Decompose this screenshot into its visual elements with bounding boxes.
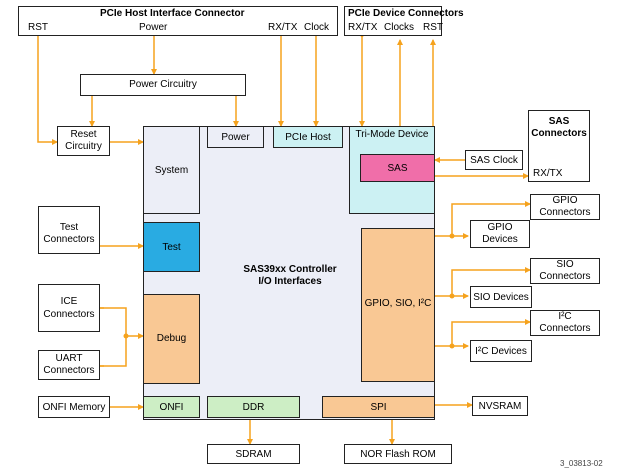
controller-title-line2: I/O Interfaces bbox=[258, 276, 322, 287]
gpio-devices bbox=[470, 220, 530, 248]
power-block-label: Power bbox=[221, 132, 250, 143]
test-connectors-line2: Connectors bbox=[43, 234, 95, 245]
ddr-block-label: DDR bbox=[242, 402, 265, 413]
controller-title-line1: SAS39xx Controller bbox=[243, 264, 337, 275]
device-pin-rst: RST bbox=[423, 22, 443, 33]
gpio-devices-line1: GPIO bbox=[487, 222, 513, 233]
sas-block bbox=[360, 154, 435, 182]
sas-connectors-line1: SAS bbox=[548, 116, 570, 127]
host-pin-power: Power bbox=[139, 22, 168, 33]
pcie-device-connectors-title: PCIe Device Connectors bbox=[348, 8, 464, 19]
ice-connectors bbox=[38, 284, 100, 332]
reset-circuitry-line1: Reset bbox=[70, 129, 97, 140]
spi-block bbox=[322, 396, 435, 418]
gpio-connectors-line2: Connectors bbox=[539, 207, 591, 218]
nor-flash-rom bbox=[344, 444, 452, 464]
uart-connectors-line1: UART bbox=[55, 353, 83, 364]
i2c-connectors-line1: I²C bbox=[558, 311, 572, 322]
ice-connectors-line2: Connectors bbox=[43, 309, 95, 320]
reset-circuitry-line2: Circuitry bbox=[65, 141, 102, 152]
nvsram-label: NVSRAM bbox=[478, 401, 522, 412]
nor-flash-rom-label: NOR Flash ROM bbox=[360, 449, 436, 460]
pcie-host-block bbox=[273, 126, 343, 148]
i2c-connectors bbox=[530, 310, 600, 336]
host-pin-clock: Clock bbox=[304, 22, 330, 33]
debug-block bbox=[143, 294, 200, 384]
uart-connectors bbox=[38, 350, 100, 380]
onfi-memory-label: ONFI Memory bbox=[42, 402, 106, 413]
power-block bbox=[207, 126, 264, 148]
sdram-label: SDRAM bbox=[235, 449, 272, 460]
onfi-block-label: ONFI bbox=[159, 402, 184, 413]
pcie-host-connector-title: PCIe Host Interface Connector bbox=[100, 8, 245, 19]
pcie-device-connectors bbox=[344, 6, 442, 36]
trimode-device-label: Tri-Mode Device bbox=[355, 129, 429, 140]
sio-connectors-line1: SIO bbox=[556, 259, 574, 270]
i2c-devices bbox=[470, 340, 532, 362]
sio-devices bbox=[470, 286, 532, 308]
host-pin-rst: RST bbox=[28, 22, 48, 33]
sdram bbox=[207, 444, 300, 464]
gpio-connectors-line1: GPIO bbox=[552, 195, 578, 206]
sio-connectors-line2: Connectors bbox=[539, 271, 591, 282]
sio-devices-label: SIO Devices bbox=[473, 292, 529, 303]
system-label: System bbox=[154, 165, 189, 176]
sas-connectors bbox=[528, 110, 590, 182]
device-pin-clocks: Clocks bbox=[384, 22, 415, 33]
gpio-connectors bbox=[530, 194, 600, 220]
uart-connectors-line2: Connectors bbox=[43, 365, 95, 376]
pcie-host-block-label: PCIe Host bbox=[285, 132, 331, 143]
power-circuitry bbox=[80, 74, 246, 96]
onfi-memory bbox=[38, 396, 110, 418]
reset-circuitry bbox=[57, 126, 110, 156]
test-connectors-line1: Test bbox=[59, 222, 79, 233]
sas-block-label: SAS bbox=[387, 163, 408, 174]
gpio-sio-i2c-label: GPIO, SIO, I²C bbox=[364, 298, 432, 309]
system-block bbox=[143, 126, 200, 214]
test-block-label: Test bbox=[162, 242, 181, 253]
test-connectors bbox=[38, 206, 100, 254]
sas-clock bbox=[465, 150, 523, 170]
pcie-host-connector bbox=[18, 6, 338, 36]
sas-clock-label: SAS Clock bbox=[470, 155, 518, 166]
sas-connectors-pin: RX/TX bbox=[533, 168, 563, 179]
power-circuitry-label: Power Circuitry bbox=[129, 79, 197, 90]
nvsram bbox=[472, 396, 528, 416]
sas-connectors-line2: Connectors bbox=[531, 128, 587, 139]
host-pin-rxtx: RX/TX bbox=[268, 22, 298, 33]
gpio-devices-line2: Devices bbox=[482, 234, 518, 245]
device-pin-rxtx: RX/TX bbox=[348, 22, 378, 33]
i2c-devices-label: I²C Devices bbox=[475, 346, 527, 357]
test-block bbox=[143, 222, 200, 272]
onfi-block bbox=[143, 396, 200, 418]
sio-connectors bbox=[530, 258, 600, 284]
debug-block-label: Debug bbox=[156, 333, 187, 344]
figure-id: 3_03813-02 bbox=[560, 459, 603, 468]
i2c-connectors-line2: Connectors bbox=[539, 323, 591, 334]
ddr-block bbox=[207, 396, 300, 418]
ice-connectors-line1: ICE bbox=[60, 296, 78, 307]
gpio-sio-i2c-block bbox=[361, 228, 435, 382]
spi-block-label: SPI bbox=[370, 402, 387, 413]
